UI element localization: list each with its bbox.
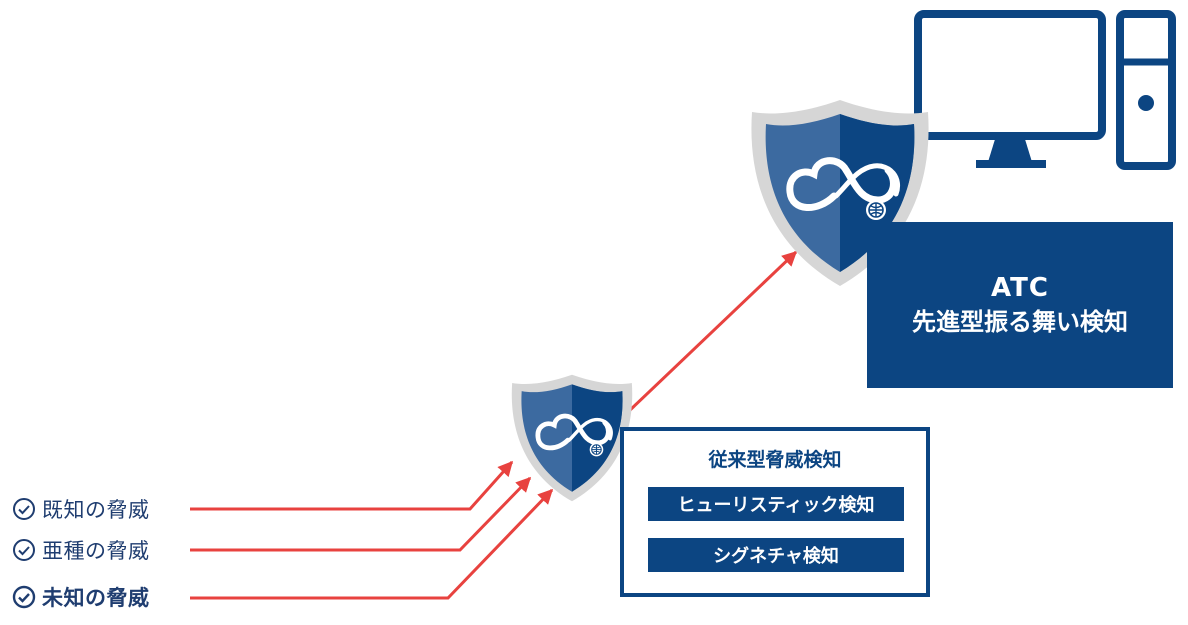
atc-detection-box: ATC 先進型振る舞い検知 xyxy=(867,222,1173,388)
atc-title: ATC xyxy=(991,273,1049,303)
atc-subtitle: 先進型振る舞い検知 xyxy=(912,308,1128,336)
threat-item-unknown: 未知の脅威 xyxy=(12,582,150,612)
shield-icon-small xyxy=(512,375,632,501)
arrow-to-atc xyxy=(626,250,798,414)
arrow-unknown-threat xyxy=(190,488,554,600)
checkmark-circle-icon xyxy=(13,539,35,561)
threat-label: 既知の脅威 xyxy=(42,498,150,522)
arrow-known-threat xyxy=(190,460,514,511)
threat-arrows xyxy=(190,250,798,600)
heuristic-detection-label: ヒューリスティック検知 xyxy=(648,487,904,521)
threat-item-variant: 亜種の脅威 xyxy=(12,535,150,565)
threat-label: 未知の脅威 xyxy=(42,586,150,610)
monitor-icon xyxy=(914,10,1106,168)
checkmark-circle-icon xyxy=(12,585,36,609)
traditional-detection-box: 従来型脅威検知 ヒューリスティック検知 シグネチャ検知 xyxy=(620,427,930,597)
threat-item-known: 既知の脅威 xyxy=(12,494,150,524)
checkmark-circle-icon xyxy=(13,498,35,520)
signature-detection-label: シグネチャ検知 xyxy=(648,538,904,572)
threat-label: 亜種の脅威 xyxy=(42,539,150,563)
arrow-variant-threat xyxy=(190,476,532,552)
traditional-detection-title: 従来型脅威検知 xyxy=(708,449,842,471)
pc-tower-icon xyxy=(1116,10,1176,170)
